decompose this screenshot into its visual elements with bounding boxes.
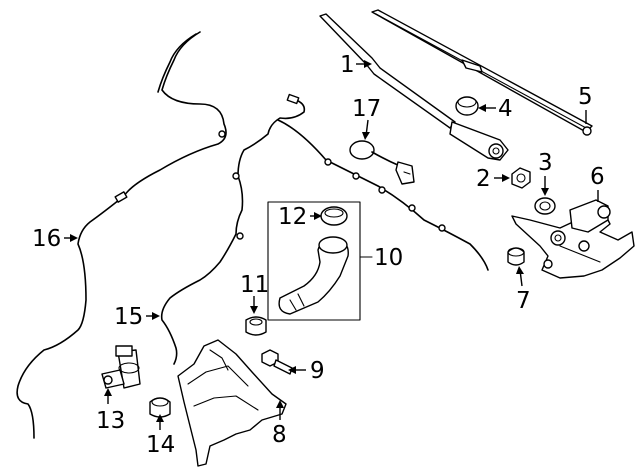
callout-6: 6 <box>590 164 605 190</box>
callout-arrow-12 <box>310 212 322 220</box>
callout-17: 17 <box>352 96 381 122</box>
filler-cap <box>320 206 348 226</box>
callout-11: 11 <box>240 272 269 298</box>
callout-arrow-4 <box>478 104 496 112</box>
neck-grommet <box>245 316 267 336</box>
electrical-connector <box>349 140 415 185</box>
callout-16: 16 <box>32 226 61 252</box>
pump-grommet <box>149 397 171 418</box>
wiper-arm <box>319 13 509 161</box>
wiper-motor <box>511 199 635 279</box>
filler-neck <box>278 236 349 315</box>
callout-arrow-13 <box>104 388 112 404</box>
callout-13: 13 <box>96 408 125 434</box>
pivot-washer <box>534 197 556 215</box>
callout-12: 12 <box>278 204 307 230</box>
callout-arrow-3 <box>541 176 549 196</box>
callout-9: 9 <box>310 358 325 384</box>
callout-14: 14 <box>146 432 175 458</box>
callout-arrow-2 <box>494 174 510 182</box>
callout-1: 1 <box>340 52 355 78</box>
callout-arrow-1 <box>356 60 372 68</box>
washer-hose-left <box>16 31 227 439</box>
callout-arrow-14 <box>156 414 164 430</box>
filler-neck-box <box>267 201 361 321</box>
callout-arrow-9 <box>288 366 306 374</box>
pivot-nut <box>511 167 531 189</box>
callout-3: 3 <box>538 150 553 176</box>
washer-reservoir <box>177 339 287 467</box>
pivot-cap <box>455 96 479 116</box>
callout-arrow-15 <box>146 312 160 320</box>
washer-pump <box>101 345 141 389</box>
callout-15: 15 <box>114 304 143 330</box>
wiper-blade <box>371 9 593 136</box>
callout-8: 8 <box>272 422 287 448</box>
callout-4: 4 <box>498 96 513 122</box>
callout-arrow-8 <box>276 400 284 420</box>
callout-arrow-16 <box>64 234 78 242</box>
callout-7: 7 <box>516 288 531 314</box>
washer-hose-right <box>160 93 489 365</box>
callout-arrow-11 <box>250 296 258 314</box>
callout-10: 10 <box>374 245 403 271</box>
callout-2: 2 <box>476 166 491 192</box>
callout-5: 5 <box>578 84 593 110</box>
callout-arrow-17 <box>362 119 370 140</box>
motor-grommet <box>507 247 525 266</box>
reservoir-bolt <box>261 349 293 375</box>
callout-arrow-7 <box>516 266 524 287</box>
